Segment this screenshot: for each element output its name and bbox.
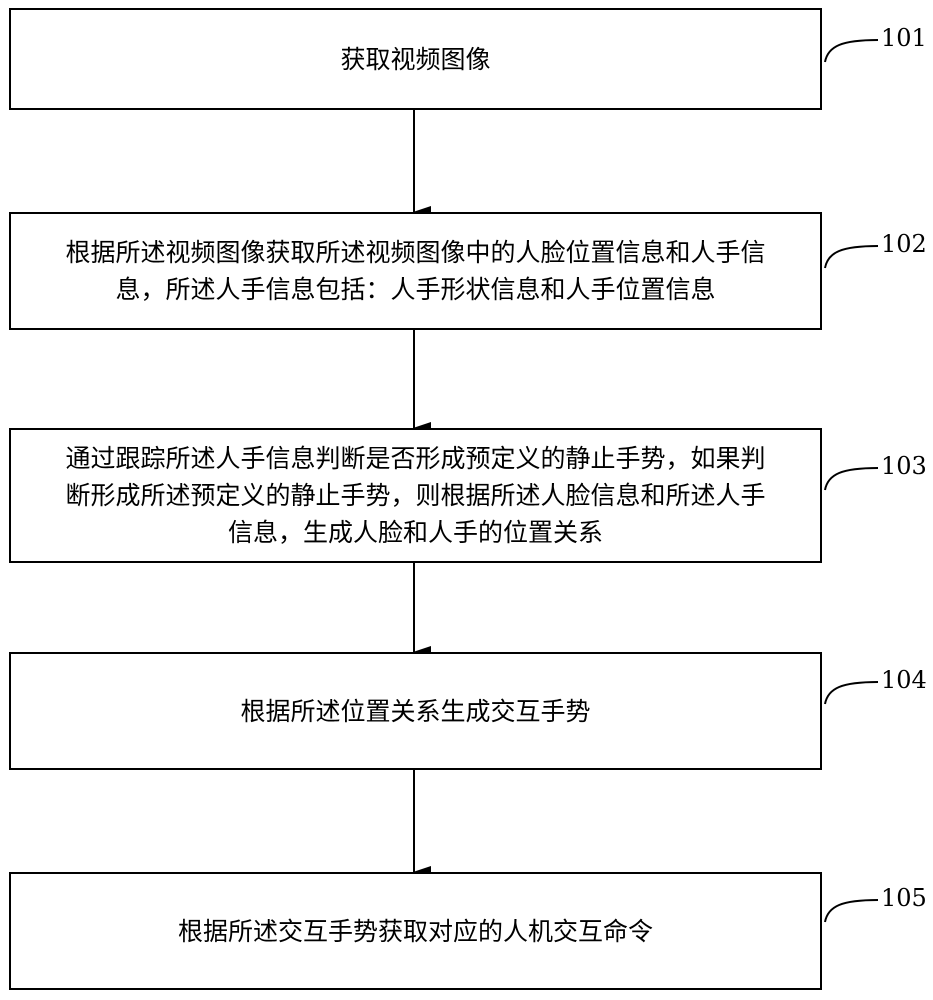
step-box-104: 根据所述位置关系生成交互手势 xyxy=(9,652,822,770)
leader-102 xyxy=(824,245,879,269)
step-label-104: 104 xyxy=(881,666,927,694)
leader-103 xyxy=(824,467,879,491)
step-text-105: 根据所述交互手势获取对应的人机交互命令 xyxy=(177,916,653,946)
step-label-102: 102 xyxy=(881,230,927,258)
step-label-101: 101 xyxy=(881,24,927,52)
step-box-102: 根据所述视频图像获取所述视频图像中的人脸位置信息和人手信 息，所述人手信息包括：… xyxy=(9,212,822,330)
step-box-101: 获取视频图像 xyxy=(9,8,822,110)
step-text-101: 获取视频图像 xyxy=(340,44,491,74)
step-text-104: 根据所述位置关系生成交互手势 xyxy=(240,696,591,726)
step-label-103: 103 xyxy=(881,452,927,480)
leader-105 xyxy=(824,899,879,923)
step-label-105: 105 xyxy=(881,884,927,912)
step-text-102: 根据所述视频图像获取所述视频图像中的人脸位置信息和人手信 息，所述人手信息包括：… xyxy=(65,238,766,304)
step-text-103: 通过跟踪所述人手信息判断是否形成预定义的静止手势，如果判 断形成所述预定义的静止… xyxy=(65,444,766,547)
step-box-105: 根据所述交互手势获取对应的人机交互命令 xyxy=(9,872,822,990)
leader-104 xyxy=(824,681,879,705)
leader-101 xyxy=(824,39,879,63)
step-box-103: 通过跟踪所述人手信息判断是否形成预定义的静止手势，如果判 断形成所述预定义的静止… xyxy=(9,428,822,563)
